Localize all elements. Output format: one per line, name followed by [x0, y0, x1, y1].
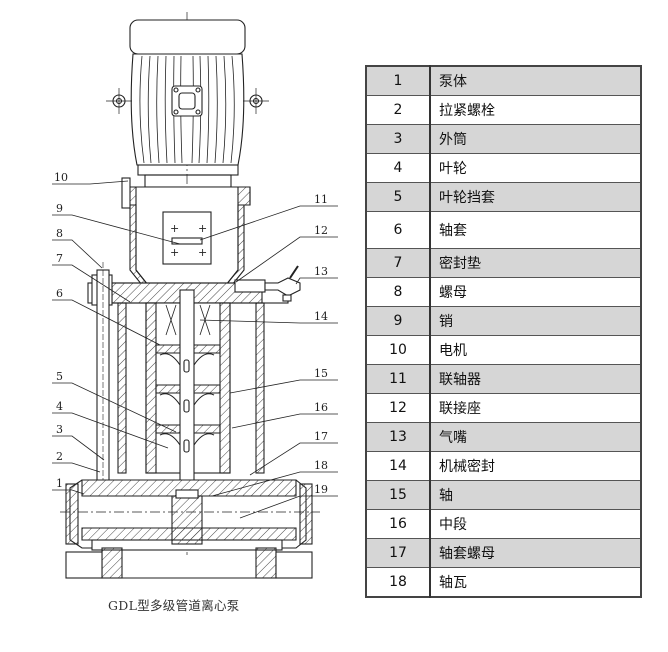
lifting-eye-left: [106, 88, 132, 114]
part-name: 外筒: [429, 124, 642, 154]
part-name: 气嘴: [429, 422, 642, 452]
part-number: 5: [365, 182, 431, 212]
part-name: 电机: [429, 335, 642, 365]
part-name: 轴套: [429, 211, 642, 249]
pump-cross-section-drawing: + + + +: [52, 12, 338, 579]
part-name: 叶轮: [429, 153, 642, 183]
part-name: 销: [429, 306, 642, 336]
callout-14: 14: [314, 310, 328, 323]
part-number: 11: [365, 364, 431, 394]
part-number: 8: [365, 277, 431, 307]
part-number: 18: [365, 567, 431, 598]
svg-text:+: +: [198, 246, 207, 259]
callout-labels-right: 11 12 13 14 15 16 17 18 19: [314, 193, 328, 496]
part-number: 16: [365, 509, 431, 539]
part-name: 螺母: [429, 277, 642, 307]
svg-text:+: +: [170, 222, 179, 235]
part-name: 机械密封: [429, 451, 642, 481]
part-name: 轴瓦: [429, 567, 642, 598]
callout-2: 2: [56, 450, 63, 463]
part-number: 9: [365, 306, 431, 336]
pump-stages: [145, 289, 231, 506]
air-vent: [264, 265, 301, 302]
part-number: 12: [365, 393, 431, 423]
svg-text:+: +: [198, 222, 207, 235]
drawing-caption: GDL型多级管道离心泵: [108, 598, 240, 613]
coupling-seat: + + + +: [121, 177, 251, 286]
callout-7: 7: [56, 252, 63, 265]
part-number: 15: [365, 480, 431, 510]
callout-13: 13: [314, 265, 328, 278]
part-name: 联接座: [429, 393, 642, 423]
callout-4: 4: [56, 400, 63, 413]
part-number: 4: [365, 153, 431, 183]
part-number: 6: [365, 211, 431, 249]
part-number: 3: [365, 124, 431, 154]
callout-18: 18: [314, 459, 328, 472]
callout-8: 8: [56, 227, 63, 240]
part-number: 7: [365, 248, 431, 278]
callout-5: 5: [56, 370, 63, 383]
part-number: 2: [365, 95, 431, 125]
callout-12: 12: [314, 224, 328, 237]
callout-9: 9: [56, 202, 63, 215]
part-name: 轴: [429, 480, 642, 510]
part-number: 17: [365, 538, 431, 568]
motor: [129, 19, 246, 188]
part-number: 14: [365, 451, 431, 481]
outer-barrel-left: [117, 302, 127, 474]
part-name: 密封垫: [429, 248, 642, 278]
part-number: 13: [365, 422, 431, 452]
leader-lines-left: [52, 180, 181, 495]
part-name: 拉紧螺栓: [429, 95, 642, 125]
callout-16: 16: [314, 401, 328, 414]
svg-text:+: +: [170, 246, 179, 259]
callout-15: 15: [314, 367, 328, 380]
pump-body: [60, 479, 320, 579]
part-name: 轴套螺母: [429, 538, 642, 568]
part-number: 10: [365, 335, 431, 365]
part-name: 联轴器: [429, 364, 642, 394]
part-name: 泵体: [429, 65, 642, 96]
callout-10: 10: [54, 171, 68, 184]
leader-lines-right: [199, 205, 338, 519]
part-name: 叶轮挡套: [429, 182, 642, 212]
callout-labels-left: 10 9 8 7 6 5 4 3 2 1: [54, 171, 68, 490]
callout-3: 3: [56, 423, 63, 436]
lifting-eye-right: [243, 88, 269, 114]
part-name: 中段: [429, 509, 642, 539]
callout-17: 17: [314, 430, 328, 443]
callout-6: 6: [56, 287, 63, 300]
callout-1: 1: [56, 477, 63, 490]
part-number: 1: [365, 65, 431, 96]
tie-bolt-left: [96, 262, 110, 500]
callout-11: 11: [314, 193, 328, 206]
callout-19: 19: [314, 483, 328, 496]
